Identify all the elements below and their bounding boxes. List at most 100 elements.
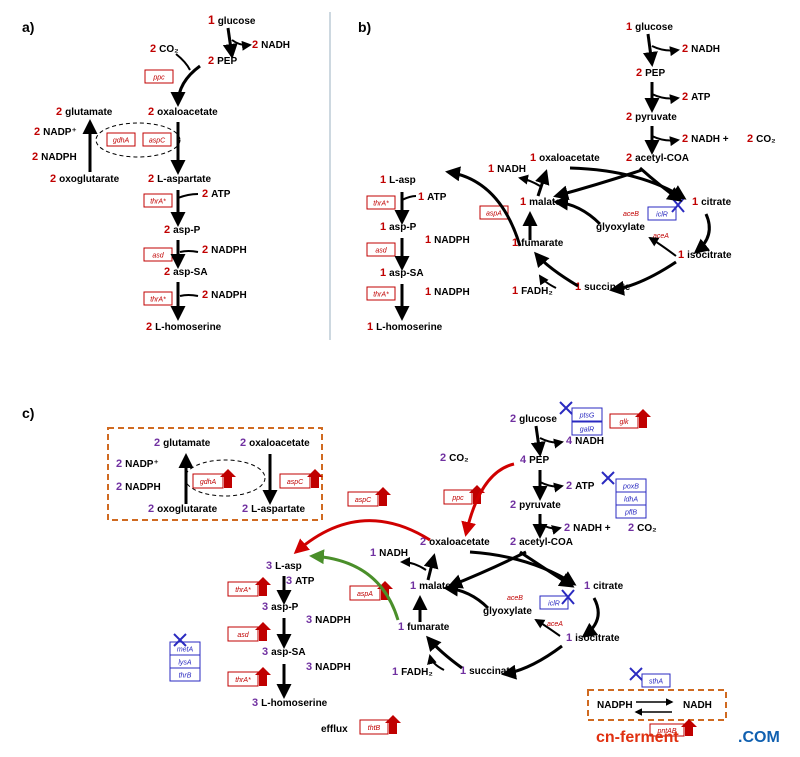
arrow-atp-side bbox=[177, 193, 199, 199]
panel-a-nodes-nadph1-name: NADPH bbox=[41, 152, 77, 163]
c-arrow-succinate-fumarate bbox=[426, 635, 463, 670]
panel-c-enzymes-sthA-enzyme: sthA bbox=[641, 673, 671, 688]
arrow-b-succinate-fumarate bbox=[534, 251, 579, 288]
panel-c-nodes-nadh-tr-name: NADH bbox=[683, 700, 712, 711]
panel-a-enzymes-aspC-text: aspC bbox=[149, 138, 166, 145]
panel-c-nodes-nadph-tr-name: NADPH bbox=[597, 700, 633, 711]
panel-c-enzymes-pntAB-enzyme: pntAB bbox=[649, 719, 697, 737]
panel-b-nodes-nadh1-name: NADH bbox=[691, 44, 720, 55]
panel-a-nodes-oxaloacetate-name: oxaloacetate bbox=[157, 107, 218, 118]
panel-b-enzymes-asd-box bbox=[366, 242, 396, 257]
panel-c-nodes-laspartate-coefficient: 2 bbox=[242, 503, 248, 515]
panel-c-nodes-nadp-name: NADP⁺ bbox=[125, 459, 159, 470]
panel-c-enzymes-pntAB-text: pntAB bbox=[656, 728, 676, 735]
panel-c-enzymes-pflB-box bbox=[615, 504, 647, 519]
panel-a-nodes-nadp-coefficient: 2 bbox=[34, 126, 40, 138]
c-arrow-isocitrate-glyoxylate bbox=[534, 618, 561, 637]
panel-c-enzymes-aceA-text: aceA bbox=[547, 621, 563, 628]
panel-c-nodes-nadph-box-name: NADPH bbox=[125, 482, 161, 493]
panel-c-enzymes-aspC-text: aspC bbox=[355, 497, 372, 504]
panel-b-nodes-aspsa-name: asp-SA bbox=[389, 268, 423, 279]
panel-c-nodes-nadh1-name: NADH bbox=[575, 436, 604, 447]
panel-c-enzymes-thrA2-enzyme: thrA* bbox=[227, 667, 271, 687]
c-arrow-nadh1 bbox=[539, 437, 564, 449]
panel-a-enzymes-gdhA-box bbox=[106, 132, 136, 147]
panel-b-nodes-lhomoserine-name: L-homoserine bbox=[376, 322, 443, 333]
panel-c-enzymes-glk-box bbox=[609, 413, 639, 429]
panel-c-enzymes-lysA-text: lysA bbox=[178, 660, 192, 667]
panel-b-nodes-fumarate-name: fumarate bbox=[521, 238, 564, 249]
panel-b-nodes-glucose-name: glucose bbox=[635, 22, 673, 33]
panel-b-nodes-isocitrate-name: isocitrate bbox=[687, 250, 732, 261]
panel-a-nodes-nadph3-name: NADPH bbox=[211, 290, 247, 301]
panel-b-enzymes-iclR-box bbox=[647, 206, 677, 221]
panel-a-nodes-glucose-coefficient: 1 bbox=[208, 13, 215, 27]
panel-b-enzymes-thrA1-box bbox=[366, 195, 396, 210]
panel-c-enzymes-poxB-enzyme: poxB bbox=[615, 478, 647, 493]
panel-c-enzymes-galR-enzyme: galR bbox=[571, 421, 603, 436]
panel-c-enzymes-aspA-box bbox=[349, 585, 381, 601]
c-arrow-oxaloacetate-lasp bbox=[293, 519, 431, 554]
panel-c-enzymes-pntAB-box bbox=[649, 723, 685, 737]
panel-c-enzymes-metA-text: metA bbox=[177, 647, 194, 654]
panel-b-enzymes-aspA-enzyme: aspA bbox=[479, 205, 509, 220]
panel-c-enzymes-thrA1-text: thrA* bbox=[235, 587, 251, 594]
panel-c-nodes-nadh3-name: NADH bbox=[379, 548, 408, 559]
c-arrow-citrate-isocitrate bbox=[581, 597, 600, 638]
panel-b-nodes-nadh2-name: NADH + bbox=[691, 134, 729, 145]
panel-b-nodes-glyoxylate-name: glyoxylate bbox=[596, 222, 645, 233]
panel-a-nodes-nadh1-coefficient: 2 bbox=[252, 39, 258, 51]
panel-c-nodes-nadp-coefficient: 2 bbox=[116, 458, 122, 470]
panel-b-nodes-malate-name: malate bbox=[529, 197, 561, 208]
panel-a-nodes-atp-name: ATP bbox=[211, 189, 231, 200]
panel-c-nodes-aspsa-coefficient: 3 bbox=[262, 646, 268, 658]
panel-c-enzymes-ptsG-box bbox=[571, 407, 603, 422]
arrow-b-glyoxylate-malate bbox=[553, 195, 602, 226]
panel-a-nodes-glucose-name: glucose bbox=[218, 16, 256, 27]
panel-b-enzymes-aceB-text: aceB bbox=[623, 211, 639, 218]
panel-c-nodes-efflux-name: efflux bbox=[321, 724, 348, 735]
panel-c-enzymes-thrB-enzyme: thrB bbox=[169, 667, 201, 682]
panel-c-enzymes-ldhA-text: ldhA bbox=[624, 497, 638, 504]
panel-c-nodes-glucose-coefficient: 2 bbox=[510, 413, 516, 425]
panel-b-nodes-co2-name: CO₂ bbox=[756, 134, 775, 145]
panel-c-nodes-succinate-coefficient: 1 bbox=[460, 665, 466, 677]
panel-a-nodes-co2-name: CO₂ bbox=[159, 44, 178, 55]
panel-b-enzymes-aceA-enzyme: aceA bbox=[653, 233, 669, 240]
panel-c-nodes-nadh3-coefficient: 1 bbox=[370, 547, 376, 559]
panel-a-enzymes-ppc-enzyme: ppc bbox=[144, 69, 174, 84]
panel-a-enzymes-thrA1-box bbox=[143, 193, 173, 208]
